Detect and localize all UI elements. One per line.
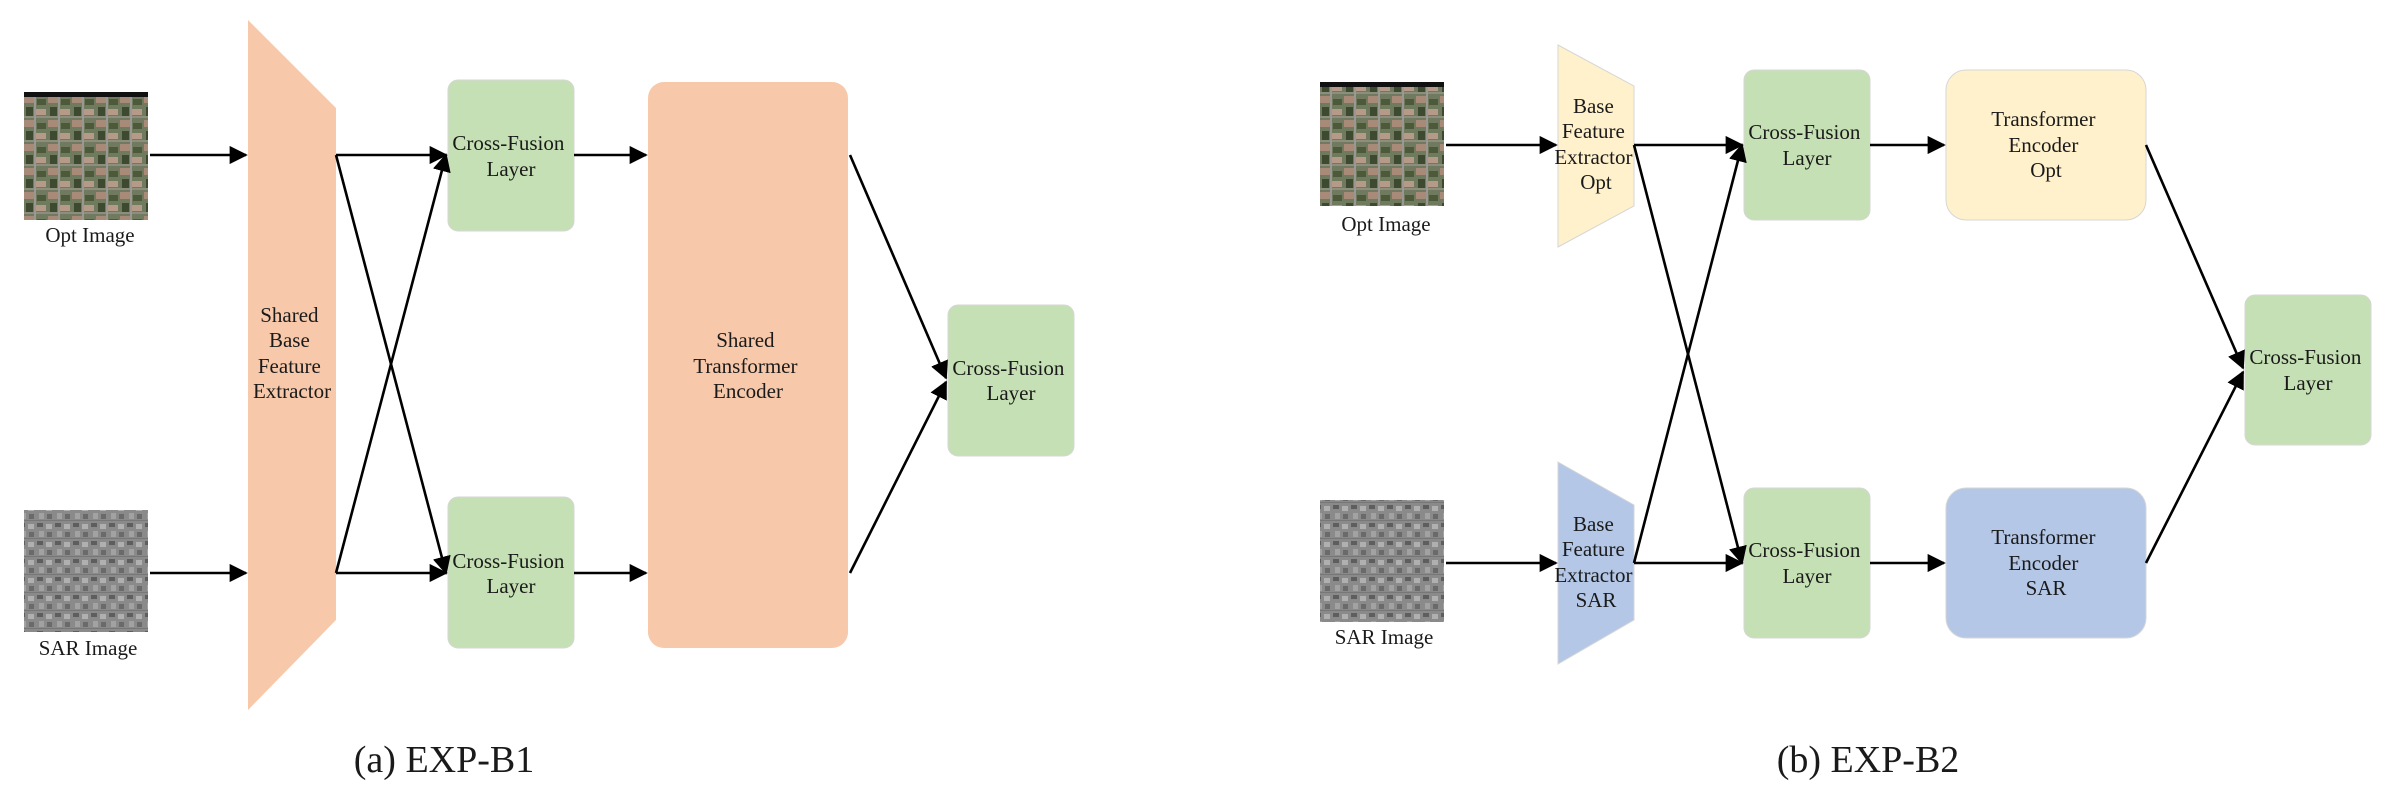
arrow-encoder-opt-to-final	[2144, 144, 2245, 370]
cross-fusion-final-b-label: Cross-Fusion Layer	[2249, 345, 2366, 395]
encoder-sar-label: Transformer Encoder SAR	[1991, 525, 2100, 600]
cross-fusion-final-a-label: Cross-Fusion Layer	[952, 356, 1069, 405]
caption-b: (b) EXP-B2	[1777, 739, 1960, 781]
cross-fusion-top-a-label: Cross-Fusion Layer	[452, 131, 569, 181]
extractor-opt-label: Base Feature Extractor Opt	[1554, 94, 1637, 194]
sar-image-label-b: SAR Image	[1335, 625, 1434, 649]
cross-fusion-layer-bottom-b	[1743, 487, 1871, 639]
arrow-encoder-top-to-final	[848, 154, 948, 380]
arrow-ext-sar-to-fusion-top	[1632, 143, 1747, 564]
extractor-sar-label: Base Feature Extractor SAR	[1554, 512, 1637, 612]
arrow-encoder-bottom-to-final	[848, 380, 948, 574]
opt-image-label-a: Opt Image	[45, 223, 134, 247]
base-feature-extractor-opt	[1557, 44, 1635, 248]
cross-fusion-layer-top-b	[1743, 69, 1871, 221]
arrows-b	[1446, 135, 2245, 573]
cross-fusion-bottom-a-label: Cross-Fusion Layer	[452, 549, 569, 598]
shared-extractor-label: Shared Base Feature Extractor	[253, 303, 331, 403]
cross-fusion-top-b-label: Cross-Fusion Layer	[1748, 120, 1865, 170]
encoder-opt-label: Transformer Encoder Opt	[1991, 107, 2100, 182]
shared-base-feature-extractor	[248, 20, 336, 710]
opt-image-b	[1320, 82, 1444, 206]
opt-image-a	[24, 92, 148, 220]
cross-fusion-layer-final-a	[947, 304, 1075, 457]
cross-fusion-bottom-b-label: Cross-Fusion Layer	[1748, 538, 1865, 588]
arrow-ext-bottom-to-fusion-top	[334, 153, 451, 574]
opt-image-label-b: Opt Image	[1341, 212, 1430, 236]
shared-encoder-label: Shared Transformer Encoder	[693, 328, 802, 403]
cross-fusion-layer-final-b	[2244, 294, 2372, 446]
arrow-encoder-sar-to-final	[2144, 370, 2245, 564]
base-feature-extractor-sar	[1557, 461, 1635, 665]
arrows-a	[150, 145, 948, 583]
sar-image-a	[24, 510, 148, 632]
panel-a: Opt Image SAR Image Shared Base Feature …	[24, 20, 1075, 781]
caption-a: (a) EXP-B1	[354, 739, 534, 781]
panel-b: Opt Image SAR Image Base Feature Extract…	[1320, 44, 2372, 781]
sar-image-b	[1320, 500, 1444, 622]
sar-image-label-a: SAR Image	[39, 636, 138, 660]
cross-fusion-layer-top-a	[447, 79, 575, 232]
shared-transformer-encoder	[648, 82, 848, 648]
